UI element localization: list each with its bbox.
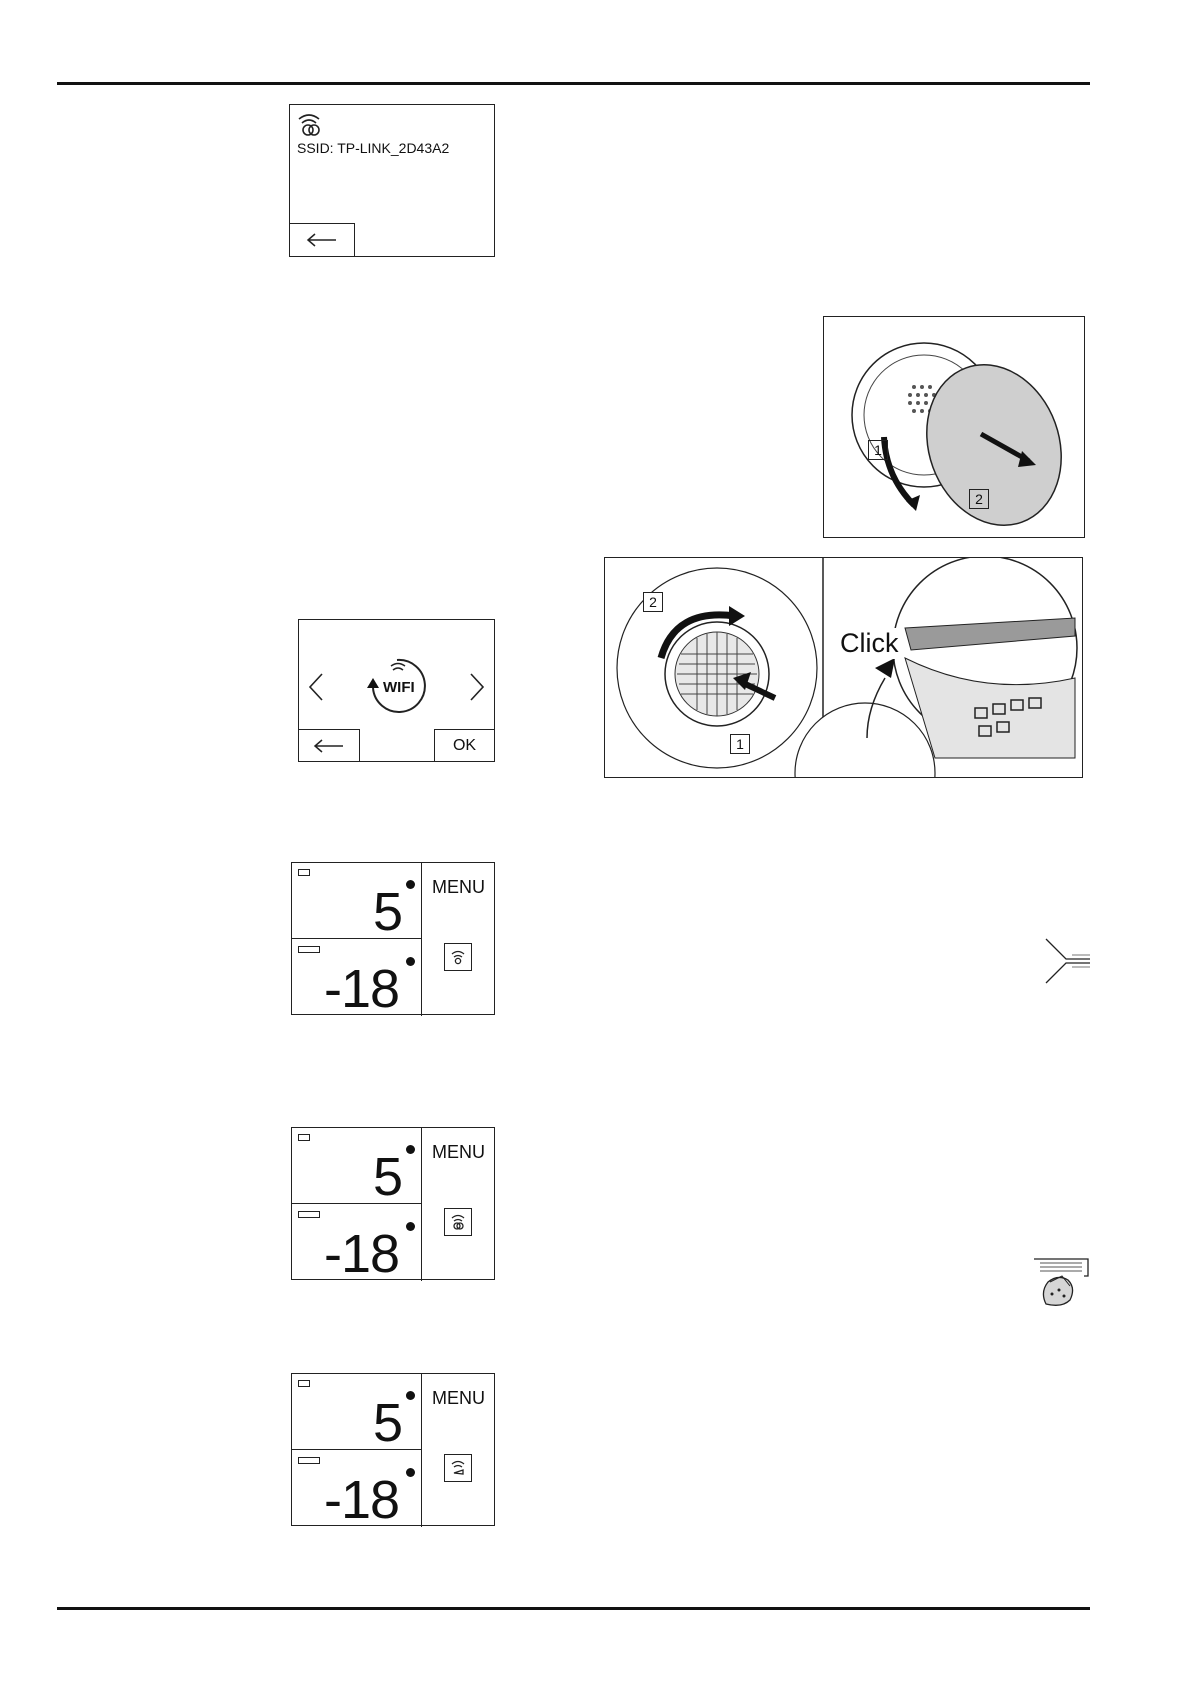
wifi-disconnected-icon — [451, 1460, 465, 1475]
status-screen-3: 5 -18 MENU — [291, 1373, 495, 1530]
menu-button[interactable]: MENU — [432, 1388, 485, 1408]
degree-dot — [406, 1391, 415, 1400]
ssid-screen: SSID: TP-LINK_2D43A2 — [289, 104, 495, 257]
step-2-label: 2 — [969, 489, 989, 509]
cleaning-icon — [1034, 1258, 1089, 1306]
wifi-connected-icon — [296, 111, 324, 142]
click-label: Click — [840, 628, 899, 659]
filter-remove-figure: 1 2 — [823, 316, 1085, 538]
ok-button[interactable]: OK — [434, 729, 495, 762]
status-icon-box — [444, 1208, 472, 1236]
chevron-left-icon[interactable] — [306, 672, 326, 702]
wifi-label: WIFI — [383, 679, 415, 696]
wifi-signal-icon — [451, 950, 465, 965]
menu-button[interactable]: MENU — [432, 1142, 485, 1162]
freezer-icon — [298, 1211, 320, 1218]
degree-dot — [406, 957, 415, 966]
fridge-icon — [298, 869, 310, 876]
back-button[interactable] — [298, 729, 360, 762]
status-screen-1: 5 -18 MENU — [291, 862, 495, 1019]
arrow-left-icon — [313, 738, 343, 753]
wifi-cycle-icon — [367, 658, 426, 713]
menu-button[interactable]: MENU — [432, 877, 485, 897]
status-screen-2: 5 -18 MENU — [291, 1127, 495, 1284]
step-1-label: 1 — [868, 440, 888, 460]
degree-dot — [406, 1145, 415, 1154]
degree-dot — [406, 880, 415, 889]
freezer-icon — [298, 1457, 320, 1464]
header-rule — [57, 82, 1090, 85]
wifi-screen: WIFI OK — [298, 619, 495, 762]
chevron-right-icon[interactable] — [467, 672, 487, 702]
fridge-icon — [298, 1380, 310, 1387]
degree-dot — [406, 1468, 415, 1477]
filter-insert-figure: 2 1 Click — [604, 557, 1083, 778]
step-1-label: 1 — [730, 734, 750, 754]
freezer-icon — [298, 946, 320, 953]
fridge-temp: 5 — [373, 1147, 403, 1207]
wifi-connecting-icon — [451, 1214, 465, 1230]
fridge-temp: 5 — [373, 1393, 403, 1453]
fridge-icon — [298, 1134, 310, 1141]
air-vent-icon — [1045, 938, 1090, 984]
freezer-temp: -18 — [324, 1224, 400, 1284]
step-2-label: 2 — [643, 592, 663, 612]
footer-rule — [57, 1607, 1090, 1610]
back-button[interactable] — [289, 223, 355, 257]
degree-dot — [406, 1222, 415, 1231]
fridge-temp: 5 — [373, 882, 403, 942]
status-icon-box — [444, 1454, 472, 1482]
freezer-temp: -18 — [324, 959, 400, 1019]
freezer-temp: -18 — [324, 1470, 400, 1530]
status-icon-box — [444, 943, 472, 971]
ssid-label: SSID: TP-LINK_2D43A2 — [297, 140, 450, 156]
arrow-left-icon — [306, 233, 336, 247]
